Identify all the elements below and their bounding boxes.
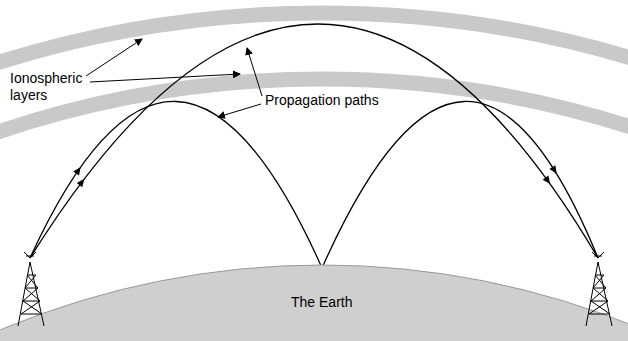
propagation-path: [30, 101, 322, 268]
earth-surface: [0, 265, 628, 341]
path-arrowhead: [543, 176, 551, 185]
ionospheric-band: [0, 79, 628, 341]
layer-label: Ionospheric layers: [10, 70, 94, 104]
propagation-path: [30, 24, 598, 258]
leader-line: [86, 39, 142, 76]
earth-region: The Earth: [291, 294, 352, 311]
path-arrowhead: [73, 167, 80, 176]
leader-line: [90, 74, 240, 82]
leader-line: [247, 48, 262, 96]
path-arrowhead: [77, 179, 85, 187]
ionospheric-band: [0, 13, 628, 341]
propagation-path: [322, 101, 598, 268]
path-label: Propagation paths: [265, 92, 379, 109]
region-label: The Earth: [291, 294, 352, 311]
leader-line: [218, 104, 261, 117]
path-arrowhead: [549, 165, 556, 174]
antenna-tower: [18, 252, 44, 326]
antenna-tower: [586, 252, 612, 326]
